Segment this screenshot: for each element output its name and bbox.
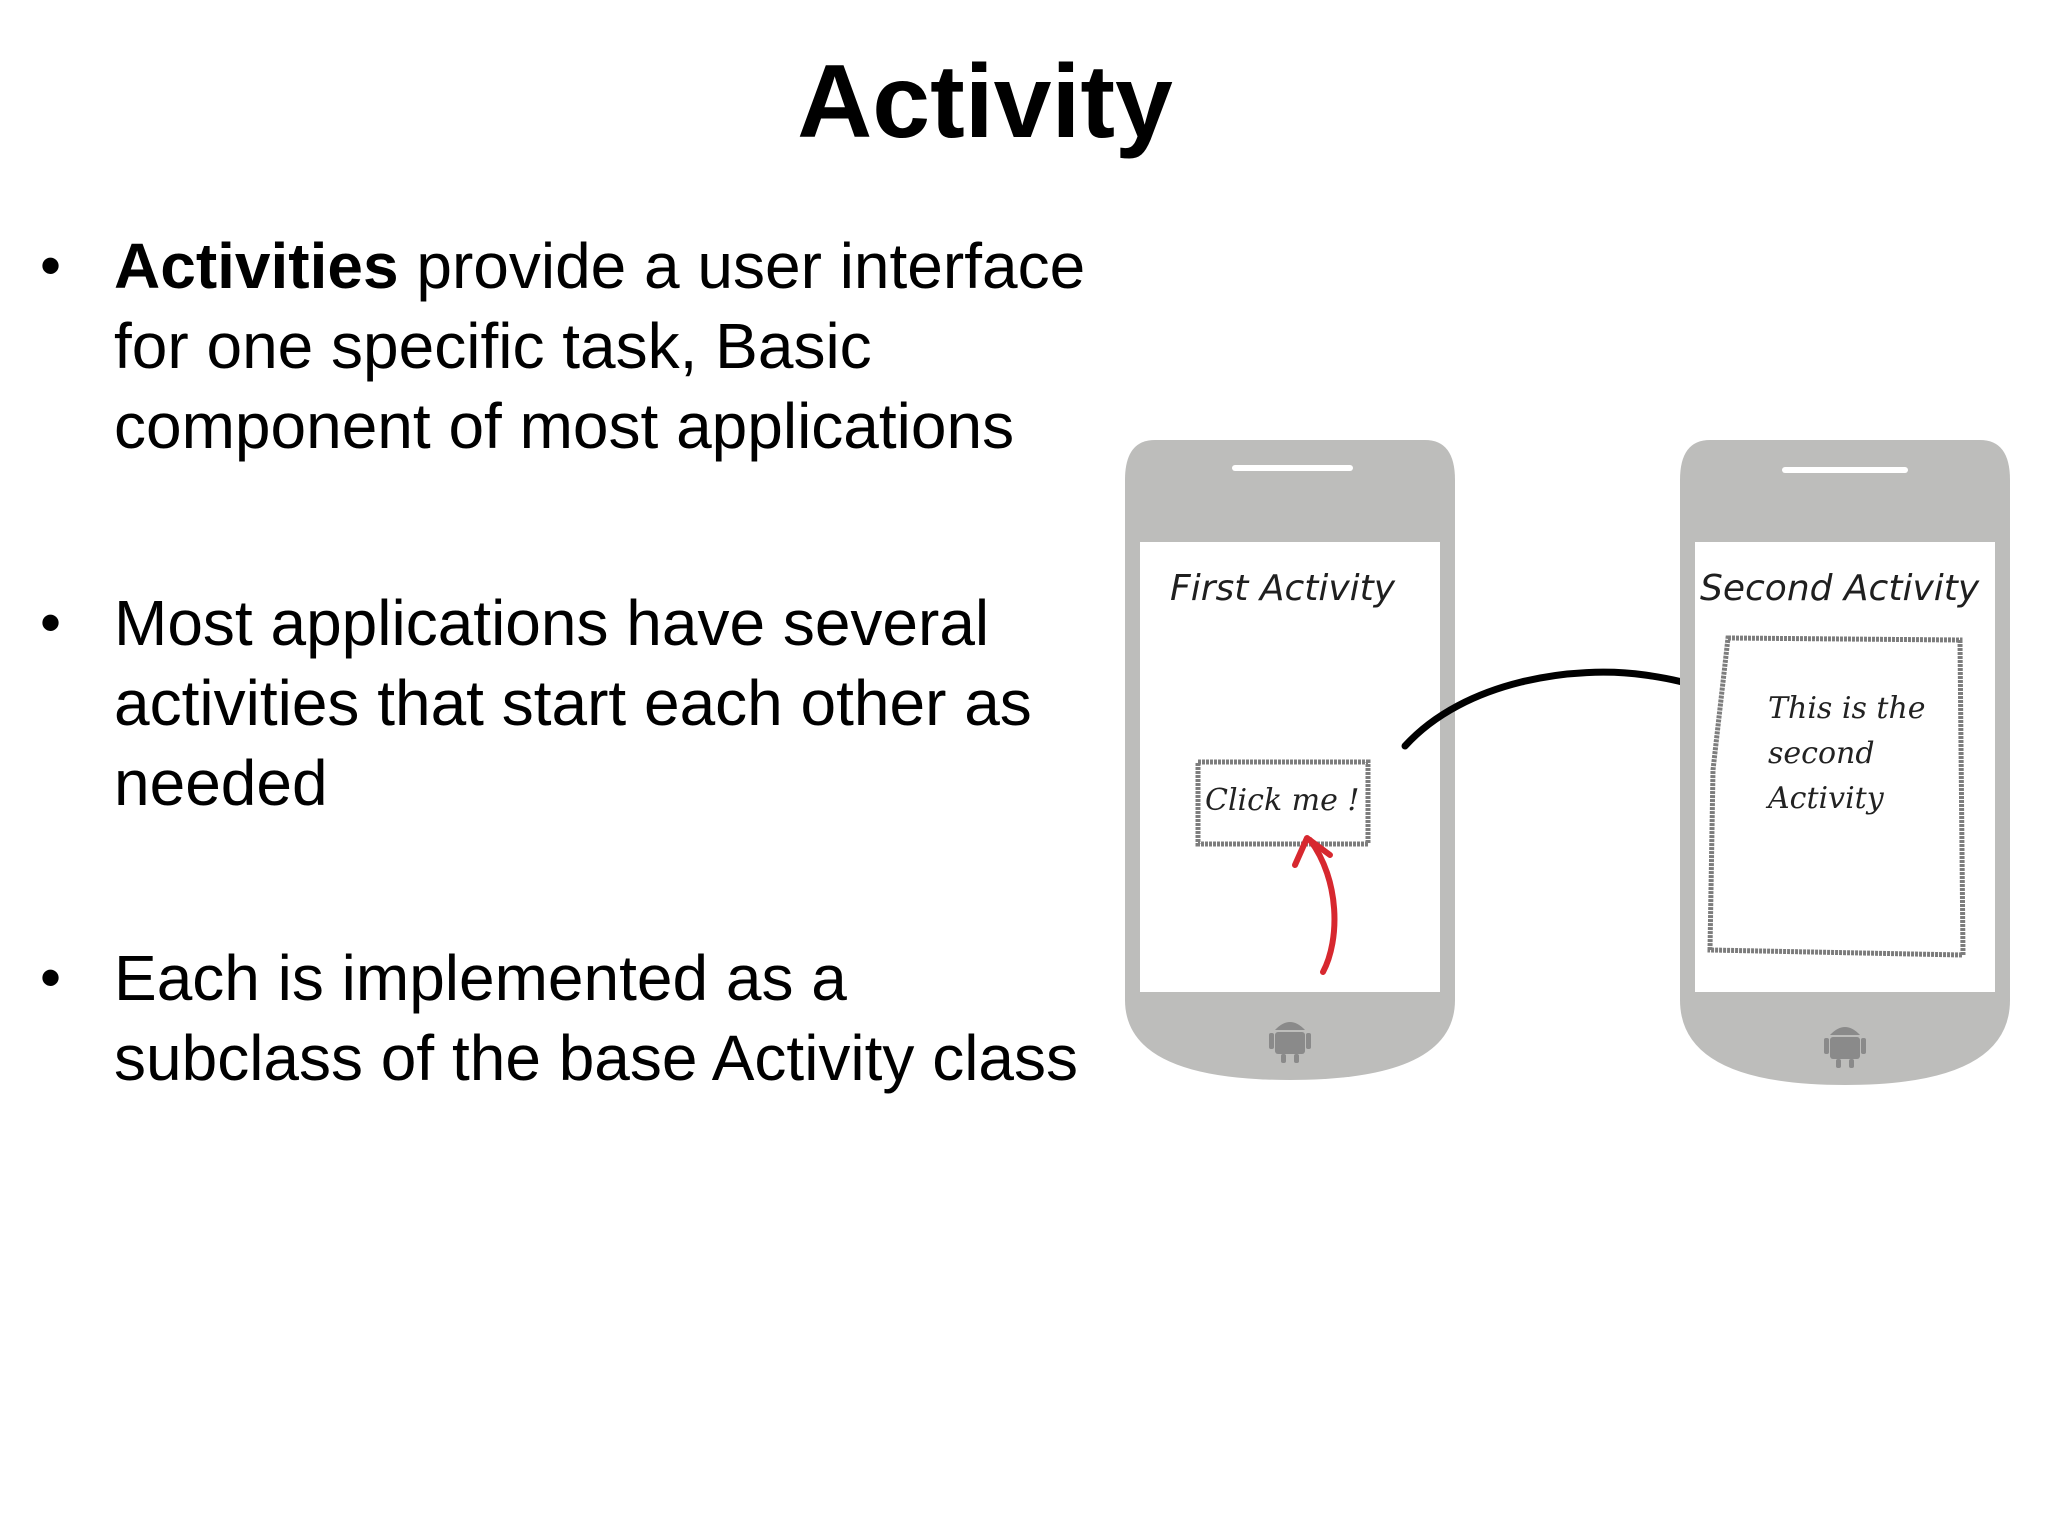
content-box (1707, 635, 1966, 958)
bullet-line: needed (114, 747, 328, 819)
bullet-line: for one specific task, Basic (114, 310, 872, 382)
slide-title: Activity (797, 44, 1173, 160)
second-phone: Second Activity This is the second Activ… (1680, 440, 2010, 1085)
bullet-line: Each is implemented as a (114, 942, 847, 1014)
activity-diagram: First Activity Click me ! Second Activit… (1125, 440, 2010, 1085)
bullet-line: Activities provide a user interface (114, 226, 1110, 306)
first-activity-title: First Activity (1170, 568, 1396, 609)
bullet-marker: • (40, 232, 62, 299)
content-line: Activity (1765, 781, 1885, 816)
tap-arrow-head (1292, 835, 1333, 868)
phone-screen (1695, 542, 1995, 992)
bullet-list: • Activities provide a user interface fo… (40, 226, 1110, 1098)
click-me-button (1195, 759, 1371, 847)
android-icon (1824, 1027, 1866, 1068)
bold-term: Activities (114, 230, 399, 302)
bullet-line: activities that start each other as (114, 667, 1032, 739)
bullet-text: Each is implemented as a subclass of the… (114, 938, 1110, 1098)
tap-arrow (1307, 837, 1338, 975)
content-line: second (1768, 736, 1875, 771)
bullet-line: Most applications have several (114, 587, 990, 659)
bullet-line-rest: provide a user interface (398, 230, 1086, 302)
second-activity-title: Second Activity (1700, 568, 1980, 609)
android-icon (1269, 1022, 1311, 1063)
bullet-line: subclass of the base Activity class (114, 1022, 1078, 1094)
bullet-text: Most applications have several activitie… (114, 583, 1110, 823)
bullet-marker: • (40, 944, 62, 1011)
bullet-text: Activities provide a user interface for … (114, 226, 1110, 466)
first-phone: First Activity Click me ! (1125, 440, 1455, 1080)
content-line: This is the (1768, 691, 1926, 726)
bullet-line: component of most applications (114, 390, 1015, 462)
bullet-marker: • (40, 589, 62, 656)
click-me-label: Click me ! (1205, 783, 1359, 818)
